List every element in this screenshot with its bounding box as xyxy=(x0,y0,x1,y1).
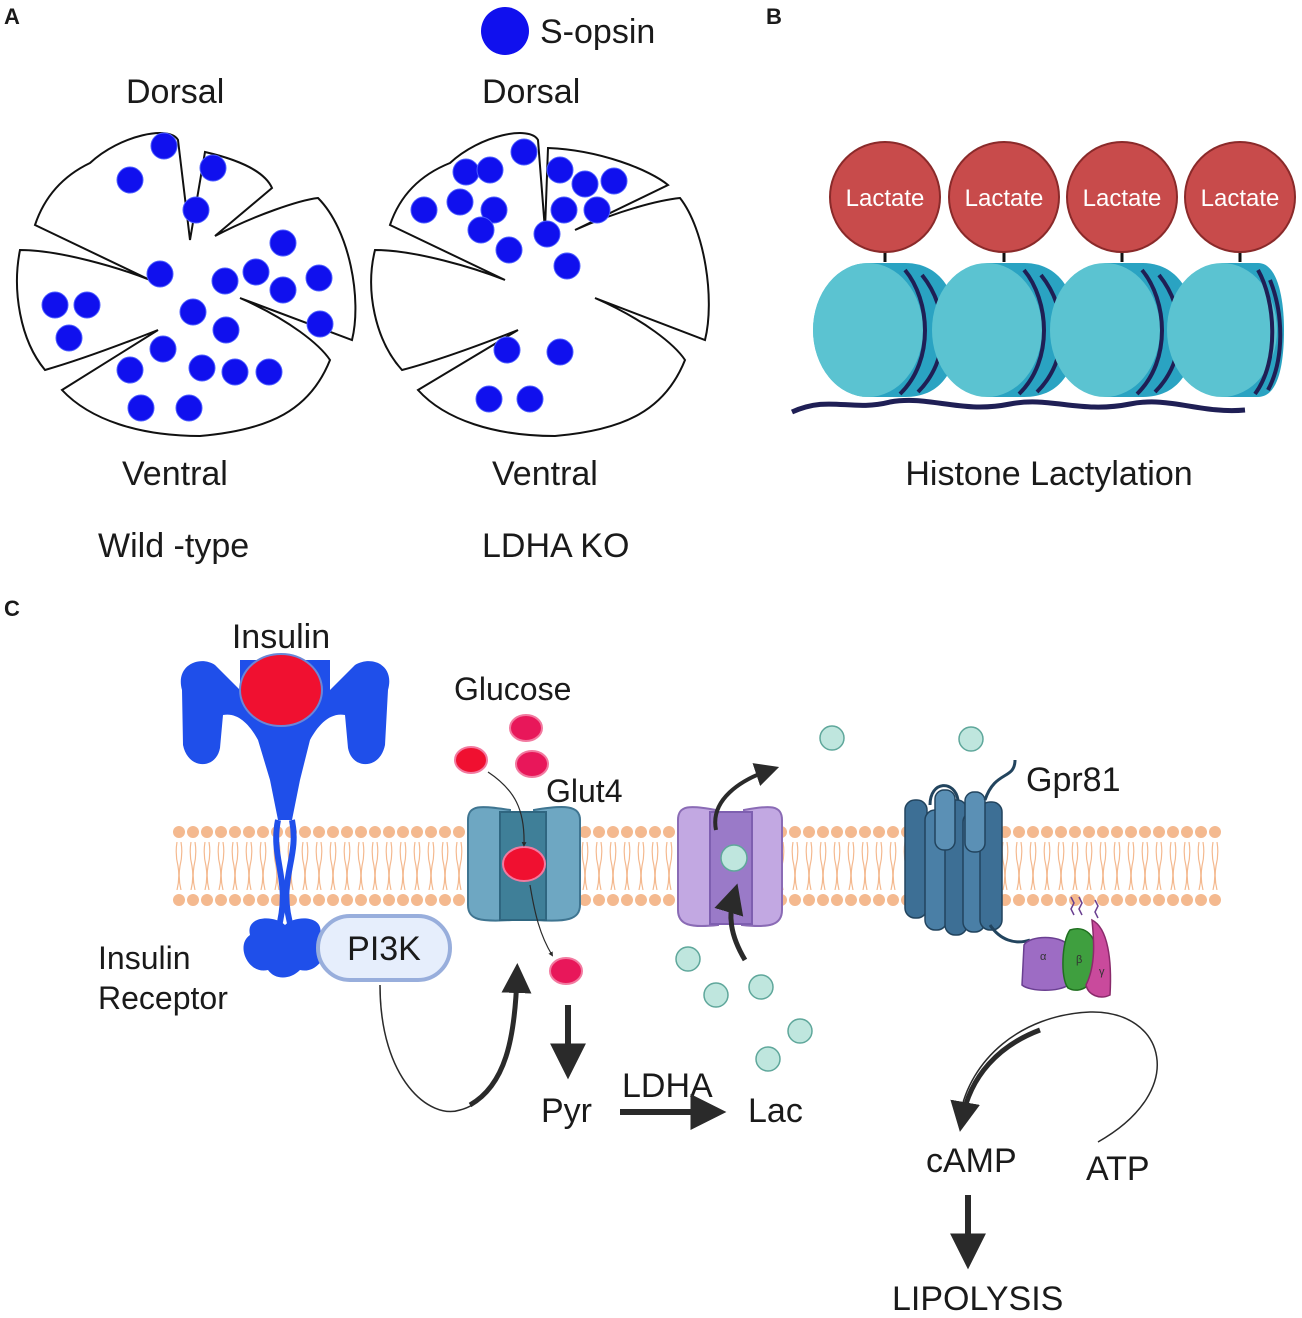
atp-to-camp-arrow xyxy=(950,1027,1041,1132)
glucose-exit-arrow xyxy=(529,884,553,957)
lactate-label-1: Lactate xyxy=(846,185,925,212)
insulin-label: Insulin xyxy=(232,618,330,656)
ventral-label-ko: Ventral xyxy=(492,455,598,493)
glucose-molecule xyxy=(509,714,543,742)
insulin-molecule xyxy=(239,653,323,727)
lactate-label-2: Lactate xyxy=(965,185,1044,212)
insulin-receptor xyxy=(180,660,390,978)
lactate-circle-2 xyxy=(948,141,1060,253)
ldha-label: LDHA xyxy=(622,1067,713,1105)
lipolysis-label: LIPOLYSIS xyxy=(892,1280,1063,1318)
insulin-receptor-label-1: Insulin xyxy=(98,940,191,976)
pi3k-glut4-arrow xyxy=(468,963,532,1108)
panel-b-label: B xyxy=(766,4,782,29)
histone-lactylation-diagram: Lactate Lactate Lactate Lactate xyxy=(790,141,1296,415)
lactate-circle-4 xyxy=(1184,141,1296,253)
wildtype-label: Wild -type xyxy=(98,527,249,565)
glucose-in-transporter xyxy=(502,846,546,882)
lactate-efflux-arrow-lower xyxy=(714,883,748,962)
glucose-molecule xyxy=(454,746,488,774)
retina-wildtype xyxy=(16,132,357,438)
lactate-in-transporter xyxy=(720,844,748,872)
panel-c-label: C xyxy=(4,596,20,621)
atp-curve-thin xyxy=(959,1011,1158,1143)
s-opsin-legend-dot xyxy=(481,7,529,55)
panel-a-label: A xyxy=(4,4,20,29)
lactate-efflux-arrow-upper xyxy=(713,763,780,831)
lactate-circle-3 xyxy=(1066,141,1178,253)
pi3k-box xyxy=(316,914,452,982)
glucose-entry-arrow xyxy=(487,771,527,847)
g-alpha-label: α xyxy=(1040,951,1047,963)
pi3k-label: PI3K xyxy=(347,930,421,968)
intracellular-glucose xyxy=(549,957,583,985)
dorsal-label-ko: Dorsal xyxy=(482,73,580,111)
glut4-label: Glut4 xyxy=(546,773,622,809)
glucose-molecule xyxy=(515,750,549,778)
gpr81-loops xyxy=(928,759,1017,806)
gpr81-receptor xyxy=(904,789,1003,936)
g-gamma-label: γ xyxy=(1099,966,1105,978)
nucleosome-4 xyxy=(1167,240,1284,397)
lac-label: Lac xyxy=(748,1092,803,1130)
atp-label: ATP xyxy=(1086,1150,1150,1188)
retina-ko xyxy=(370,132,710,438)
insulin-receptor-label-2: Receptor xyxy=(98,980,228,1016)
g-protein xyxy=(1021,896,1112,998)
nucleosome-3 xyxy=(1050,240,1195,397)
lactate-label-4: Lactate xyxy=(1201,185,1280,212)
sopsin-dots-ko xyxy=(410,138,628,413)
lactate-circle-1 xyxy=(829,141,941,253)
s-opsin-legend-label: S-opsin xyxy=(540,13,655,51)
pi3k-curve-thin xyxy=(379,964,518,1113)
g-beta-label: β xyxy=(1076,954,1082,966)
lactate-molecules xyxy=(675,725,984,1072)
dorsal-label-wildtype: Dorsal xyxy=(126,73,224,111)
histone-lactylation-caption: Histone Lactylation xyxy=(905,455,1192,493)
sopsin-dots-wildtype xyxy=(41,132,334,422)
gpr81-label: Gpr81 xyxy=(1026,761,1121,799)
ventral-label-wildtype: Ventral xyxy=(122,455,228,493)
glucose-label: Glucose xyxy=(454,671,571,707)
lactate-label-3: Lactate xyxy=(1083,185,1162,212)
pyr-label: Pyr xyxy=(541,1092,592,1130)
ldha-ko-label: LDHA KO xyxy=(482,527,629,565)
camp-label: cAMP xyxy=(926,1142,1017,1180)
nucleosome-1 xyxy=(813,240,958,397)
gpr81-c-tail xyxy=(988,924,1031,944)
